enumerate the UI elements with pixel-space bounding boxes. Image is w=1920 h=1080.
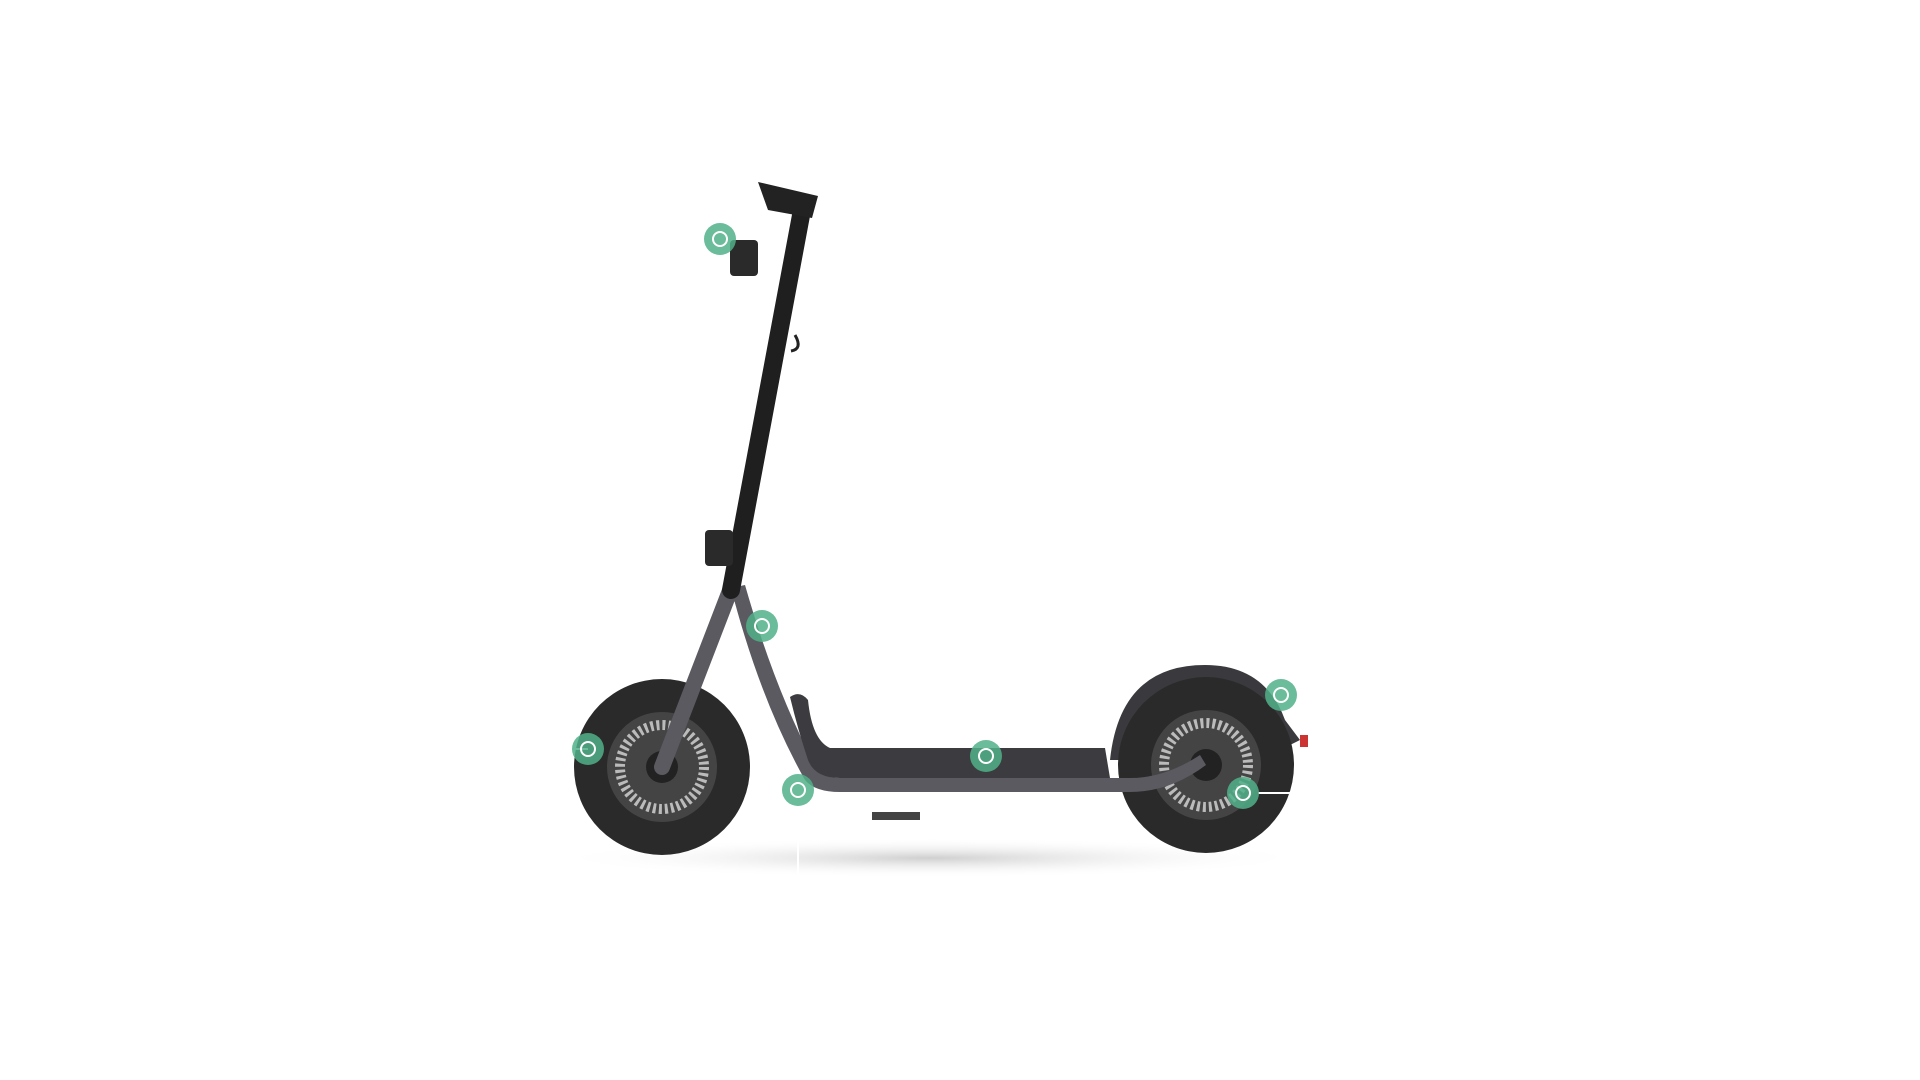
hotspot-rear-fender[interactable] xyxy=(1265,679,1297,711)
hotspot-frame-underside[interactable] xyxy=(782,774,814,806)
stem xyxy=(722,201,811,599)
hotspot-front-wheel[interactable] xyxy=(572,733,604,765)
hotspot-handlebar[interactable] xyxy=(704,223,736,255)
leader-line-frame-underside xyxy=(797,805,799,883)
hotspot-deck[interactable] xyxy=(970,740,1002,772)
hotspot-neck[interactable] xyxy=(746,610,778,642)
deck xyxy=(790,694,1110,778)
leader-line-rear-motor xyxy=(1258,792,1292,794)
handlebar xyxy=(758,182,818,218)
rear-fender xyxy=(1110,665,1300,760)
hotspot-rear-motor[interactable] xyxy=(1227,777,1259,809)
ground-shadow xyxy=(550,838,1310,878)
